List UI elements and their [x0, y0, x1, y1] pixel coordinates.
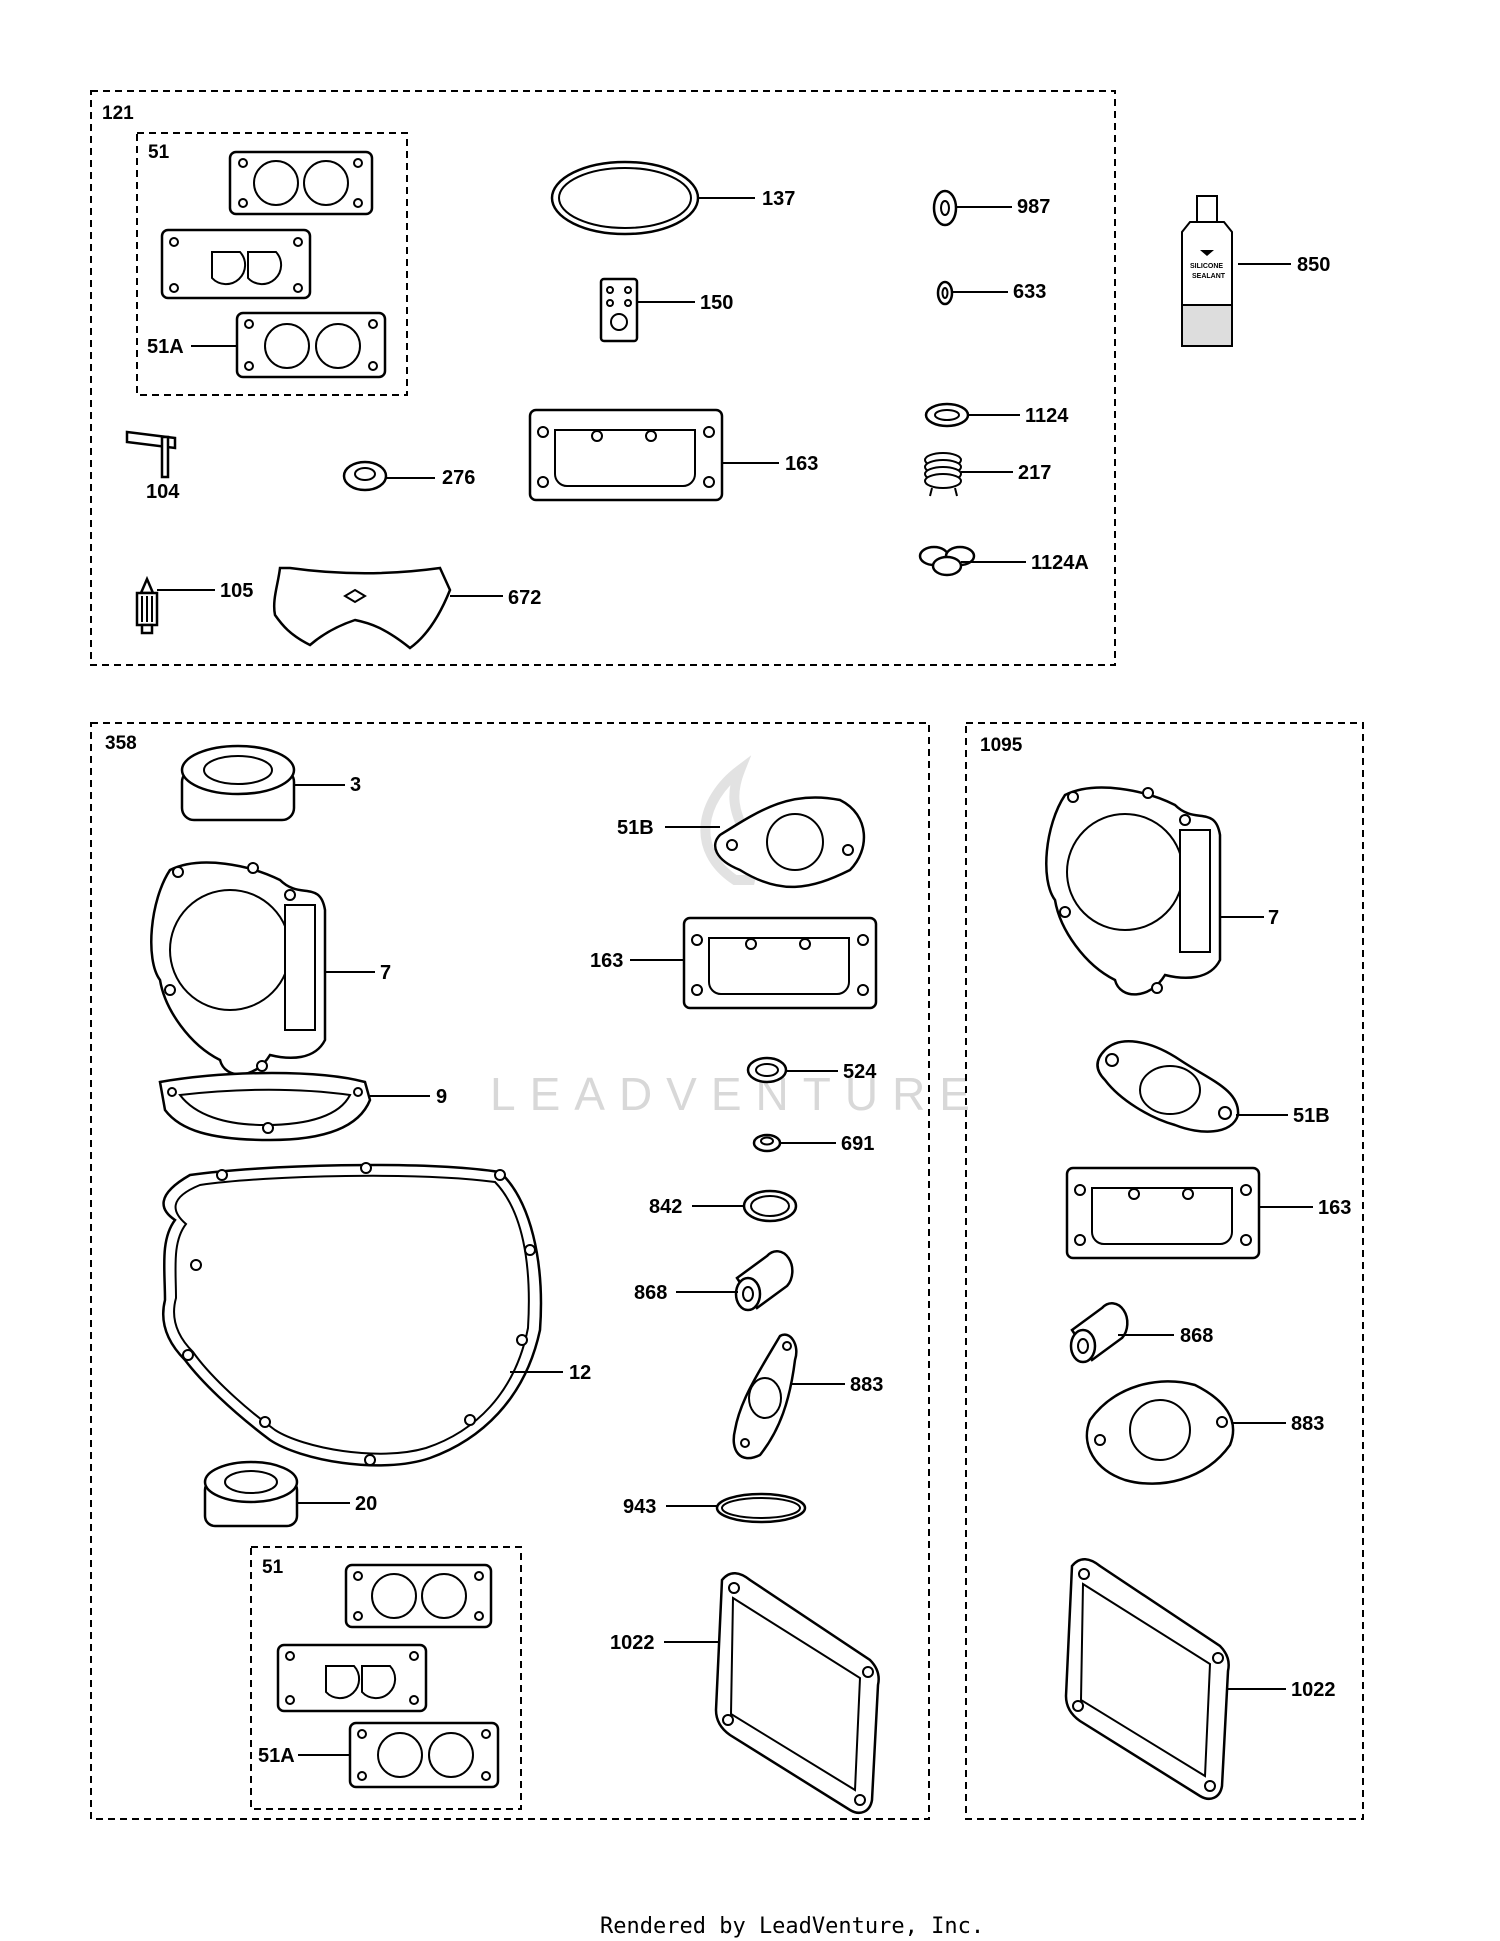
spring-217 [924, 452, 962, 497]
label-217: 217 [1018, 462, 1051, 484]
group-box-51-top [136, 132, 408, 396]
group-label-1095: 1095 [980, 735, 1023, 756]
label-9: 9 [436, 1086, 447, 1108]
label-850: 850 [1297, 254, 1330, 276]
tube-text-line2: SEALANT [1192, 273, 1226, 280]
o-ring-137 [550, 160, 700, 236]
cover-gasket-1022-mid [714, 1572, 880, 1814]
intake-gasket-bottom-1 [344, 1563, 493, 1629]
crankcase-gasket-12 [161, 1162, 543, 1467]
gasket-9 [158, 1071, 372, 1142]
label-691: 691 [841, 1133, 874, 1155]
intake-gasket-top-2 [160, 228, 312, 300]
label-163-top: 163 [785, 453, 818, 475]
washer-1124 [924, 402, 970, 428]
o-ring-943 [715, 1492, 807, 1524]
head-gasket-163-top [528, 408, 724, 502]
washers-1124a [918, 545, 976, 577]
label-51b-mid: 51B [617, 817, 654, 839]
label-868-mid: 868 [634, 1282, 667, 1304]
group-box-358 [90, 722, 930, 1820]
intake-gasket-bottom-51a [348, 1721, 500, 1789]
ring-842 [742, 1189, 798, 1223]
plate-672 [272, 566, 452, 650]
bearing-20 [203, 1460, 299, 1528]
group-box-1095 [965, 722, 1364, 1820]
gasket-883-right [1085, 1380, 1235, 1485]
label-51a-bottom: 51A [258, 1745, 295, 1767]
group-label-51-bottom: 51 [262, 1557, 284, 1578]
bearing-3 [180, 744, 296, 822]
group-box-121 [90, 90, 1116, 666]
label-7-right: 7 [1268, 907, 1279, 929]
label-987: 987 [1017, 196, 1050, 218]
label-51b-right: 51B [1293, 1105, 1330, 1127]
label-105: 105 [220, 580, 253, 602]
plate-150 [599, 277, 639, 343]
label-633: 633 [1013, 281, 1046, 303]
label-1124: 1124 [1025, 405, 1069, 427]
gasket-51b-mid [714, 796, 866, 889]
footer-credit: Rendered by LeadVenture, Inc. [600, 1914, 984, 1939]
label-672: 672 [508, 587, 541, 609]
washer-633 [936, 280, 954, 306]
cylinder-head-gasket-7-mid [150, 861, 327, 1076]
head-gasket-163-right [1065, 1166, 1261, 1260]
needle-105 [135, 575, 159, 635]
label-868-right: 868 [1180, 1325, 1213, 1347]
label-7-mid: 7 [380, 962, 391, 984]
group-label-121: 121 [102, 103, 134, 124]
bushing-868-right [1069, 1302, 1129, 1364]
head-gasket-163-mid [682, 916, 878, 1010]
label-883-mid: 883 [850, 1374, 883, 1396]
washer-987 [932, 189, 958, 227]
cover-gasket-1022-right [1064, 1558, 1230, 1800]
intake-gasket-top-51a [235, 311, 387, 379]
label-104: 104 [146, 481, 180, 503]
tube-text-line1: SILICONE [1190, 263, 1223, 270]
seal-276 [342, 460, 388, 492]
label-163-mid: 163 [590, 950, 623, 972]
label-150: 150 [700, 292, 733, 314]
label-943: 943 [623, 1496, 656, 1518]
key-104 [125, 430, 177, 479]
nut-691 [752, 1133, 782, 1153]
label-883-right: 883 [1291, 1413, 1324, 1435]
label-137: 137 [762, 188, 795, 210]
label-1022-right: 1022 [1291, 1679, 1336, 1701]
intake-gasket-bottom-2 [276, 1643, 428, 1713]
sealant-tube-850: SILICONE SEALANT [1181, 195, 1233, 347]
label-524: 524 [843, 1061, 877, 1083]
group-label-358: 358 [105, 733, 137, 754]
label-276: 276 [442, 467, 475, 489]
label-3: 3 [350, 774, 361, 796]
label-1022-mid: 1022 [610, 1632, 655, 1654]
label-20: 20 [355, 1493, 377, 1515]
label-51a-top: 51A [147, 336, 184, 358]
gasket-51b-right [1096, 1040, 1240, 1133]
label-842: 842 [649, 1196, 682, 1218]
cylinder-head-gasket-7-right [1045, 786, 1222, 996]
label-12: 12 [569, 1362, 591, 1384]
bushing-868-mid [734, 1250, 794, 1312]
group-box-51-bottom [250, 1546, 522, 1810]
group-label-51-top: 51 [148, 142, 170, 163]
watermark-text: LEADVENTURE [490, 1068, 984, 1120]
intake-gasket-top-1 [228, 150, 374, 216]
label-163-right: 163 [1318, 1197, 1351, 1219]
gasket-883-mid [732, 1333, 798, 1460]
washer-524 [746, 1056, 788, 1084]
label-1124a: 1124A [1031, 552, 1089, 574]
